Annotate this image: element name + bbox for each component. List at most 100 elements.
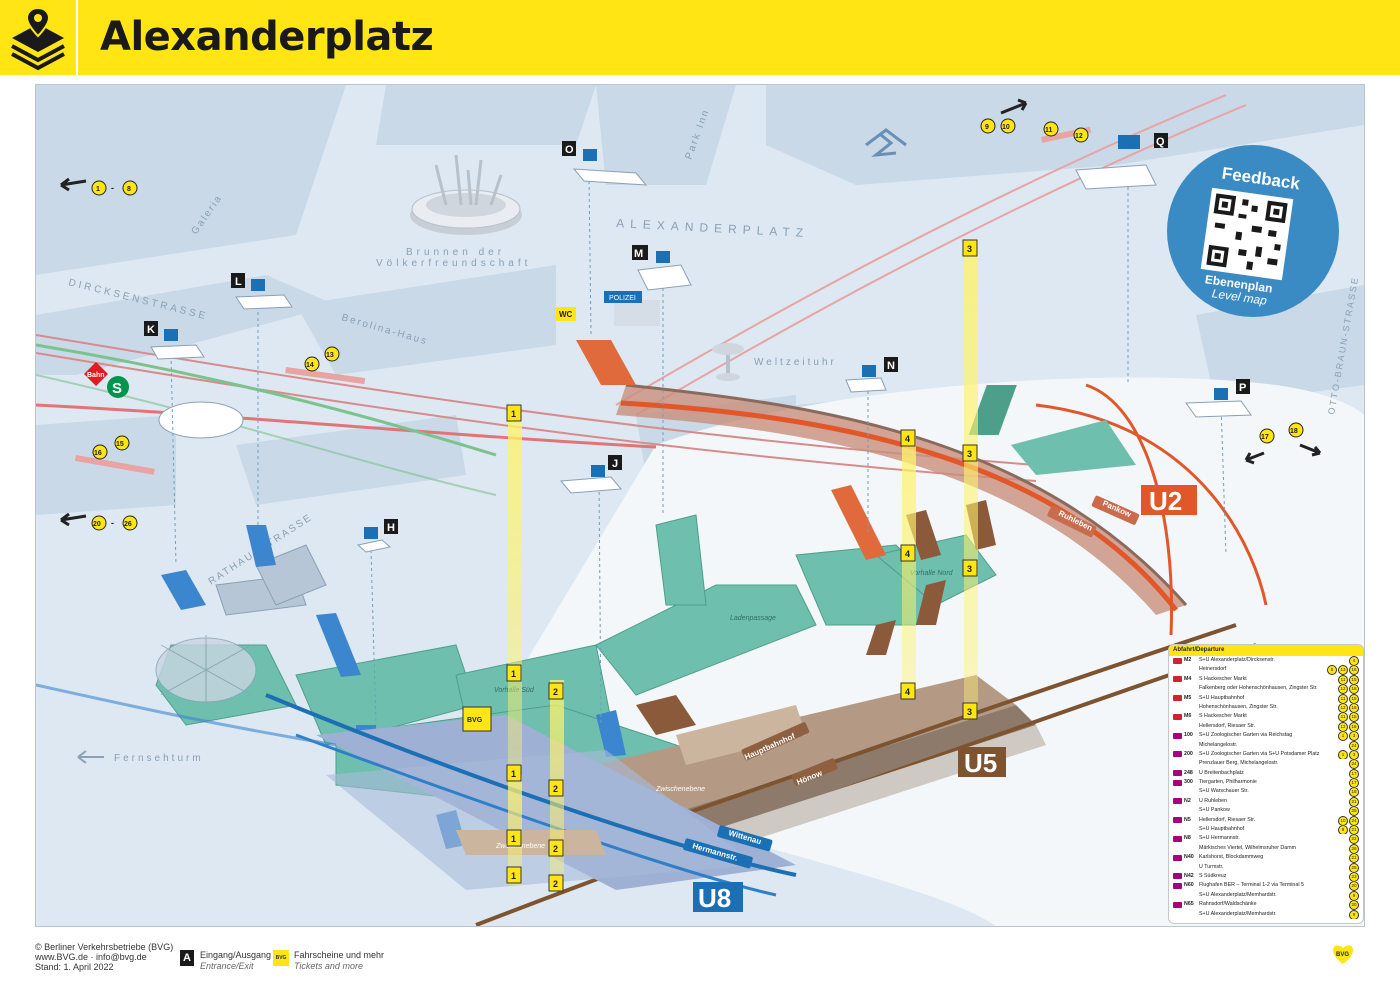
bus-tram-icon: [1173, 713, 1182, 720]
departure-destination: S+U Zoologischer Garten via S+U Potsdame…: [1199, 750, 1320, 757]
bus-tram-icon: [1173, 695, 1182, 702]
feedback-qr-badge[interactable]: Feedback Ebenenplan Level map: [1167, 145, 1339, 317]
svg-text:15: 15: [116, 441, 124, 448]
svg-text:1: 1: [511, 871, 516, 881]
bus-tram-icon: [1173, 770, 1182, 777]
exit-pin-12: 12: [1073, 127, 1089, 143]
entrance-k[interactable]: K: [144, 321, 205, 360]
entrance-label-l: L: [235, 276, 242, 288]
entrance-n[interactable]: N: [845, 357, 898, 393]
elevator-marker-1d: 1: [506, 829, 522, 847]
entrance-h[interactable]: H: [356, 519, 398, 553]
elevator-marker-1c: 1: [506, 764, 522, 782]
u2-platform: [616, 383, 1268, 636]
bus-tram-icon: [1173, 854, 1182, 861]
exit-pin: 4: [1349, 656, 1359, 666]
svg-text:14: 14: [306, 362, 314, 369]
u5-line-label: U5: [964, 748, 997, 778]
exit-pin: 17: [1349, 778, 1359, 788]
entrance-legend-icon: A: [180, 950, 194, 966]
departure-destination: S+U Alexanderplatz/Dircksenstr.: [1199, 657, 1275, 663]
entrance-label-h: H: [387, 522, 395, 534]
arrow-down-left-icon: [1244, 451, 1265, 465]
svg-text:1: 1: [511, 769, 516, 779]
svg-text:1: 1: [511, 834, 516, 844]
departure-line: M6: [1184, 713, 1192, 720]
departure-destination: S+U Zoologischer Garten via Reichstag: [1199, 732, 1293, 739]
departure-row: U Turmstr.25: [1169, 862, 1363, 872]
entrance-m[interactable]: M: [632, 245, 692, 291]
svg-text:3: 3: [967, 244, 972, 254]
departure-destination: S+U Hauptbahnhof: [1199, 694, 1245, 701]
departure-line: 200: [1184, 750, 1193, 757]
svg-text:11: 11: [1045, 127, 1053, 134]
entrance-j[interactable]: J: [559, 455, 623, 494]
police-badge: [604, 291, 642, 303]
exit-pin: 1: [1338, 749, 1348, 760]
police-building: [614, 300, 660, 326]
elevator-marker-4b: 4: [900, 544, 916, 562]
bus-tram-icon: [1173, 901, 1182, 908]
elevator-marker-1b: 1: [506, 664, 522, 682]
layers-pin-icon: [11, 6, 65, 71]
elevator-markers: 1 1 2 1 2 1 2 1 2 3 3 3 3 4 4 4: [506, 239, 978, 892]
entrance-l[interactable]: L: [231, 273, 293, 310]
svg-text:1: 1: [511, 669, 516, 679]
db-bahn-icon: Bahn: [84, 362, 108, 386]
footer: © Berliner Verkehrsbetriebe (BVG) www.BV…: [0, 940, 1400, 989]
entrance-o[interactable]: O: [562, 141, 648, 186]
departure-destination: Karlshorst, Blockdammweg: [1199, 854, 1264, 861]
departure-exits: 17: [1348, 768, 1359, 779]
exit-pin: 16: [1349, 684, 1359, 694]
exit-pin: 9: [1349, 909, 1359, 919]
departure-exits: 25: [1348, 862, 1359, 872]
exit-pin: 17: [1349, 768, 1359, 779]
entrance-p[interactable]: P: [1185, 379, 1252, 418]
arrow-left-icon-2: [60, 512, 87, 527]
escalator-fan: [155, 635, 257, 705]
bus-tram-icon: [1173, 873, 1182, 880]
exit-pin-1: 1: [91, 180, 107, 196]
exit-pin: 22: [1349, 834, 1359, 844]
departure-destination: U Breitenbachplatz: [1199, 769, 1244, 776]
entrance-q[interactable]: Q: [1075, 133, 1168, 190]
exit-pin: 21: [1349, 825, 1359, 835]
north-arrow-icon: [865, 128, 907, 157]
departure-line: 100: [1184, 732, 1193, 739]
svg-text:BVG: BVG: [1336, 952, 1349, 958]
hall-label-zwischenebene-1: Zwischenebene: [655, 786, 705, 793]
departure-exits: 4: [1348, 656, 1359, 666]
exit-pin: 5: [1327, 665, 1337, 675]
departure-destination: S Hackescher Markt: [1199, 713, 1247, 720]
elevator-marker-4c: 4: [900, 682, 916, 700]
elevator-marker-2c: 2: [548, 839, 564, 857]
u8-line-badge: [693, 882, 743, 912]
departure-exits: 17: [1348, 778, 1359, 788]
exit-pin: 10: [1338, 815, 1348, 826]
entrance-label-m: M: [634, 248, 643, 260]
exit-pin: 25: [1349, 862, 1359, 872]
entrance-drops: [170, 174, 1227, 726]
entrance-label-j: J: [612, 458, 618, 470]
exit-pin: 11: [1338, 712, 1348, 722]
svg-text:4: 4: [905, 549, 910, 559]
world-clock-icon: [712, 343, 744, 381]
elevator-marker-4a: 4: [900, 429, 916, 447]
exit-pin: 9: [1349, 890, 1359, 901]
header-bar: Alexanderplatz: [0, 0, 1400, 75]
departure-row: 200 S+U Zoologischer Garten via S+U Potsd…: [1169, 749, 1363, 760]
fernsehturm-arrow-icon: [77, 750, 104, 764]
plaza-oval: [158, 401, 244, 439]
exit-pin: 21: [1349, 853, 1359, 863]
